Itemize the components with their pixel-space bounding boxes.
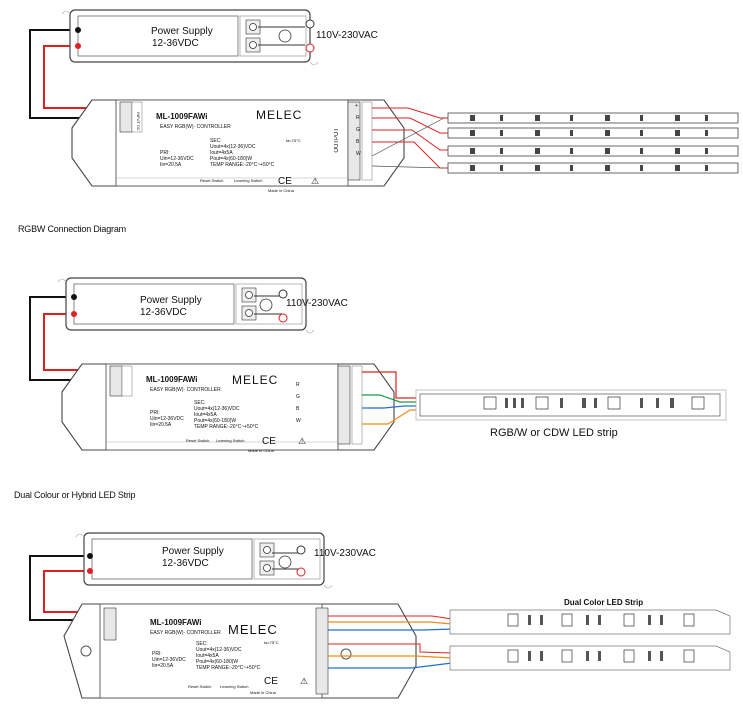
caption-rgbw: RGBW Connection Diagram (18, 224, 126, 234)
out2-g: G (296, 394, 300, 400)
controller3-brand: MELEC (228, 622, 278, 637)
psu2-title: Power Supply (140, 295, 202, 306)
controller3-uin: Uin=12-36VDC (152, 657, 186, 663)
learning2-label: Learning Switch (216, 438, 245, 443)
out2-w: W (296, 418, 301, 424)
controller-iout: Iout=4x5A (210, 150, 233, 156)
controller2-uin: Uin=12-36VDC (150, 416, 184, 422)
controller3-pri: PRI: (152, 651, 162, 657)
out2-r: R (296, 382, 300, 388)
diagram-cdw (29, 277, 727, 451)
controller3-subtitle: EASY RGB(W)· CONTROLLER (150, 630, 221, 636)
out-common: + (355, 103, 358, 109)
warning-icon: ⚠ (311, 176, 320, 186)
reset3-label: Reset Switch (188, 684, 212, 689)
out-r: R (356, 115, 360, 121)
controller2-model: ML-1009FAWi (146, 375, 198, 384)
dual-led-strips (449, 609, 731, 671)
warning-icon-2: ⚠ (298, 436, 307, 446)
controller-tc: ta=75°C (286, 138, 301, 143)
controller-iin: Iin=20.5A (160, 162, 182, 168)
controller3-temp: TEMP RANGE:-20°C~+50°C (196, 665, 261, 671)
controller2-temp: TEMP RANGE:-20°C~+50°C (194, 424, 259, 430)
ce-mark: CE (278, 176, 292, 187)
controller2-pri: PRI: (150, 410, 160, 416)
controller-uin: Uin=12-36VDC (160, 156, 194, 162)
cdw-led-strip (415, 389, 727, 421)
made-in3-label: Made in China (250, 690, 276, 695)
learning-switch-label: Learning Switch (234, 178, 263, 183)
diagram-rgbw (29, 9, 739, 187)
ce-mark-2: CE (262, 436, 276, 447)
controller-pri: PRI: (160, 150, 170, 156)
reset-switch-label: Reset Switch (200, 178, 224, 183)
controller3-iin: Iin=20.5A (152, 663, 174, 669)
controller-uout: Uout=4x(12-36)VDC (210, 144, 256, 150)
psu2-voltage: 12-36VDC (140, 307, 187, 318)
output-label: OUTPUT (334, 128, 340, 153)
controller2-iout: Iout=4x5A (194, 412, 217, 418)
mains2-label: 110V-230VAC (286, 298, 348, 309)
rgbw-led-strips (447, 112, 739, 174)
strip-label-rgbw: RGB/W or CDW LED strip (490, 427, 618, 439)
controller-brand: MELEC (256, 108, 303, 122)
psu-title: Power Supply (151, 26, 213, 37)
controller2-brand: MELEC (232, 373, 279, 387)
made-in2-label: Made in China (248, 448, 274, 453)
controller3-tc: ta=75°C (264, 640, 279, 645)
controller2-sec: SEC: (194, 400, 206, 406)
mains-label: 110V-230VAC (316, 30, 378, 41)
cdw-output-wires (362, 371, 418, 425)
psu3-title: Power Supply (162, 546, 224, 557)
controller-subtitle: EASY RGB(W)· CONTROLLER (160, 124, 231, 130)
controller2-subtitle: EASY RGB(W)· CONTROLLER (150, 387, 221, 393)
reset2-label: Reset Switch (186, 438, 210, 443)
controller3-pout: Pout=4x(60-180)W (196, 659, 239, 665)
warning-icon-3: ⚠ (300, 676, 309, 686)
psu-voltage: 12-36VDC (152, 38, 199, 49)
controller3-iout: Iout=4x5A (196, 653, 219, 659)
controller-temp: TEMP RANGE:-20°C~+50°C (210, 162, 275, 168)
strip-label-dual: Dual Color LED Strip (564, 598, 644, 607)
controller-sec: SEC: (210, 138, 222, 144)
out-w: W (356, 151, 361, 157)
controller2-iin: Iin=20.5A (150, 422, 172, 428)
out2-b: B (296, 406, 300, 412)
controller3-sec: SEC: (196, 641, 208, 647)
controller3-uout: Uout=4x(12-36)VDC (196, 647, 242, 653)
learning3-label: Learning Switch (220, 684, 249, 689)
made-in-label: Made in China (268, 188, 294, 193)
controller-pout: Pout=4x(60-180)W (210, 156, 253, 162)
ce-mark-3: CE (264, 676, 278, 687)
out-b: B (356, 139, 360, 145)
input-label: INPUT DC (136, 112, 141, 131)
mains3-label: 110V-230VAC (314, 548, 376, 559)
controller3-model: ML-1009FAWi (150, 618, 202, 627)
rgbw-output-wires (371, 107, 450, 169)
psu3-voltage: 12-36VDC (162, 558, 209, 569)
dual-output-wires (328, 615, 453, 669)
controller-model: ML-1009FAWi (156, 112, 208, 121)
out-g: G (356, 127, 360, 133)
diagram-dual (29, 532, 731, 699)
controller2-pout: Pout=4x(60-180)W (194, 418, 237, 424)
controller2-uout: Uout=4x(12-36)VDC (194, 406, 240, 412)
caption-dual: Dual Colour or Hybrid LED Strip (14, 490, 136, 500)
